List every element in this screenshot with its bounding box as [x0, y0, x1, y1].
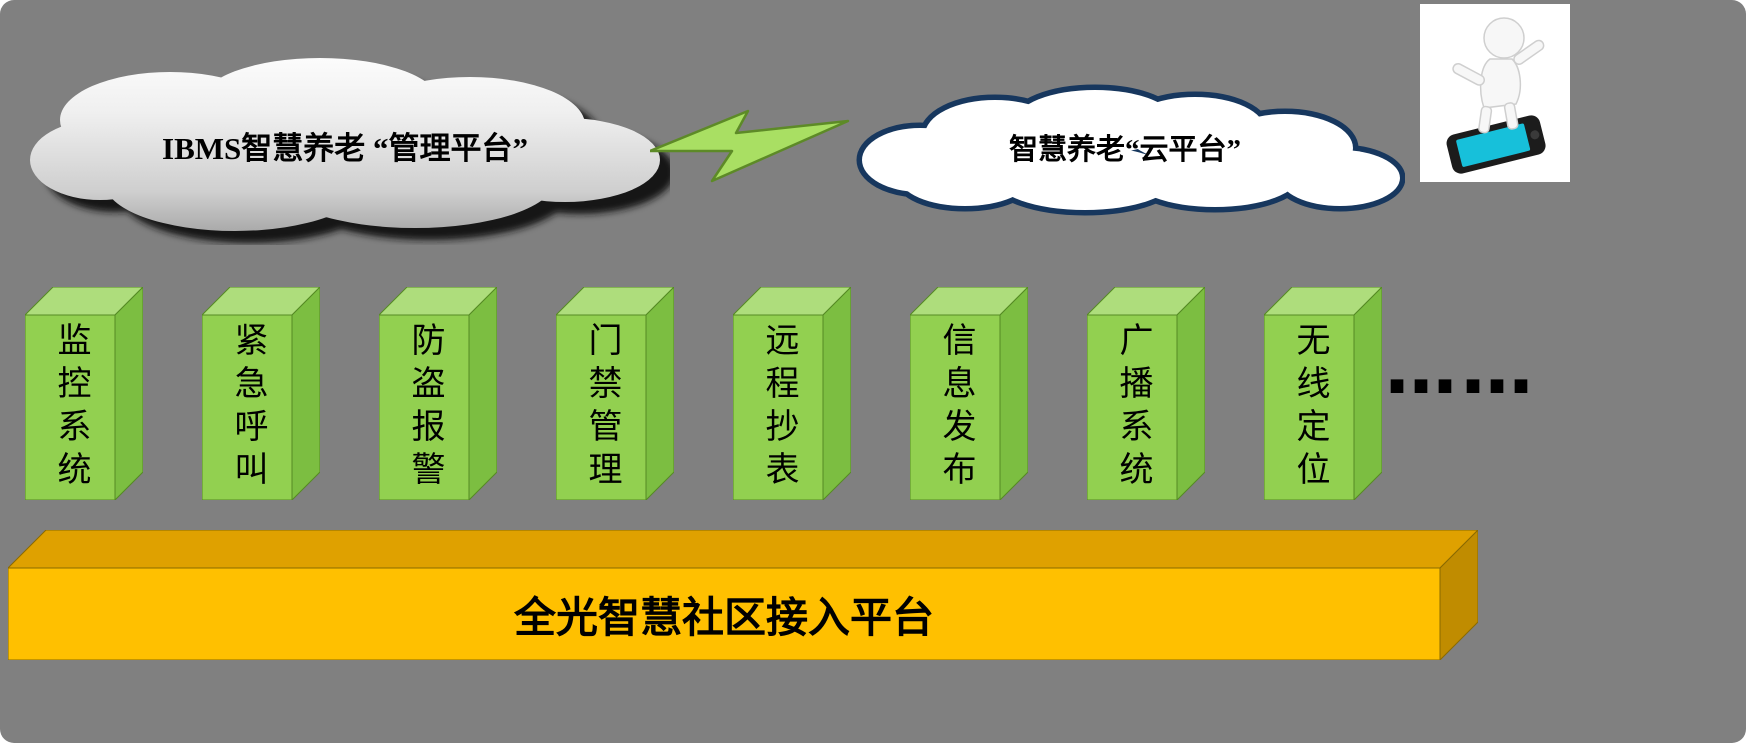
module-label: 监控系统	[52, 321, 89, 494]
access-platform-bar: 全光智慧社区接入平台	[7, 529, 1479, 661]
module-label: 防盗报警	[406, 321, 443, 494]
module-box-5: 远程抄表	[733, 287, 851, 500]
module-label: 广播系统	[1114, 321, 1151, 494]
module-box-6: 信息发布	[910, 287, 1028, 500]
management-platform-cloud-label: IBMS智慧养老 “管理平台”	[162, 130, 528, 166]
module-box-8: 无线定位	[1264, 287, 1382, 500]
phone-screen	[1456, 123, 1531, 167]
module-box-3: 防盗报警	[379, 287, 497, 500]
more-modules-ellipsis: ……	[1385, 326, 1537, 410]
person-on-phone-image	[1420, 4, 1570, 182]
module-box-1: 监控系统	[25, 287, 143, 500]
module-box-7: 广播系统	[1087, 287, 1205, 500]
access-platform-label: 全光智慧社区接入平台	[513, 593, 934, 641]
module-label: 紧急呼叫	[229, 321, 266, 494]
module-label: 门禁管理	[583, 321, 620, 494]
module-label: 无线定位	[1291, 321, 1328, 494]
cloud-platform-cloud-label: 智慧养老“云平台”	[1008, 134, 1241, 166]
person-figure	[1452, 17, 1545, 134]
module-box-2: 紧急呼叫	[202, 287, 320, 500]
module-label: 远程抄表	[760, 321, 797, 494]
module-box-4: 门禁管理	[556, 287, 674, 500]
lightning-connector-icon	[650, 109, 850, 183]
module-label: 信息发布	[937, 321, 974, 494]
